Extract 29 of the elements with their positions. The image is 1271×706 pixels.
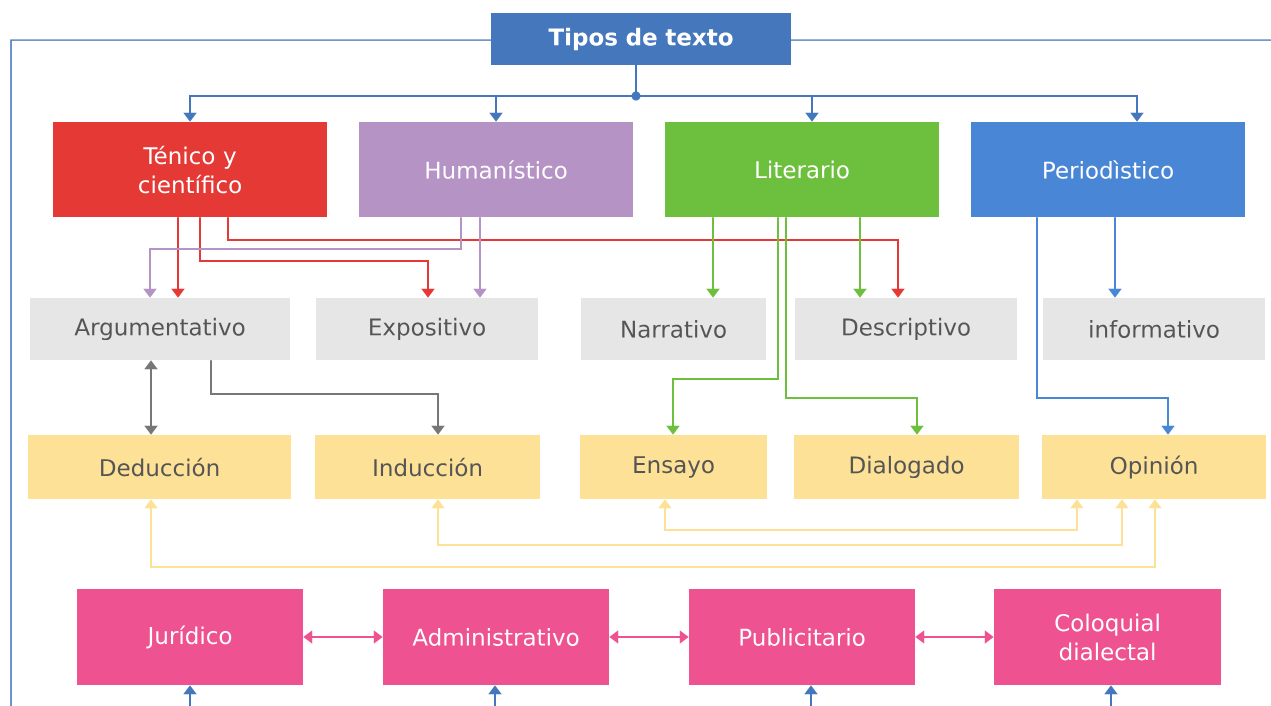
register-box: Jurídico — [77, 589, 303, 685]
subtype-box: Ensayo — [580, 435, 767, 499]
type-box: Narrativo — [581, 298, 766, 360]
register-box: Publicitario — [689, 589, 915, 685]
subtype-box: Inducción — [315, 435, 540, 499]
register-box: Coloquial dialectal — [994, 589, 1221, 685]
register-box: Administrativo — [383, 589, 609, 685]
subtype-box: Opinión — [1042, 435, 1266, 499]
type-box: informativo — [1043, 298, 1265, 360]
type-box: Descriptivo — [795, 298, 1017, 360]
type-box: Argumentativo — [30, 298, 290, 360]
arrow — [227, 216, 905, 298]
arrow — [199, 216, 435, 298]
category-box: Periodìstico — [971, 122, 1245, 217]
arrow — [1036, 216, 1175, 435]
arrow — [635, 64, 1144, 122]
arrow — [915, 630, 994, 644]
category-box: Humanístico — [359, 122, 633, 217]
title-box: Tipos de texto — [491, 13, 791, 65]
arrow — [303, 630, 383, 644]
subtype-box: Dialogado — [794, 435, 1019, 499]
type-box: Expositivo — [316, 298, 538, 360]
arrow — [210, 359, 445, 435]
subtype-box: Deducción — [28, 435, 291, 499]
category-box: Ténico y científico — [53, 122, 327, 217]
arrow — [144, 360, 158, 435]
arrow — [609, 630, 689, 644]
arrow — [785, 216, 924, 435]
category-box: Literario — [665, 122, 939, 217]
